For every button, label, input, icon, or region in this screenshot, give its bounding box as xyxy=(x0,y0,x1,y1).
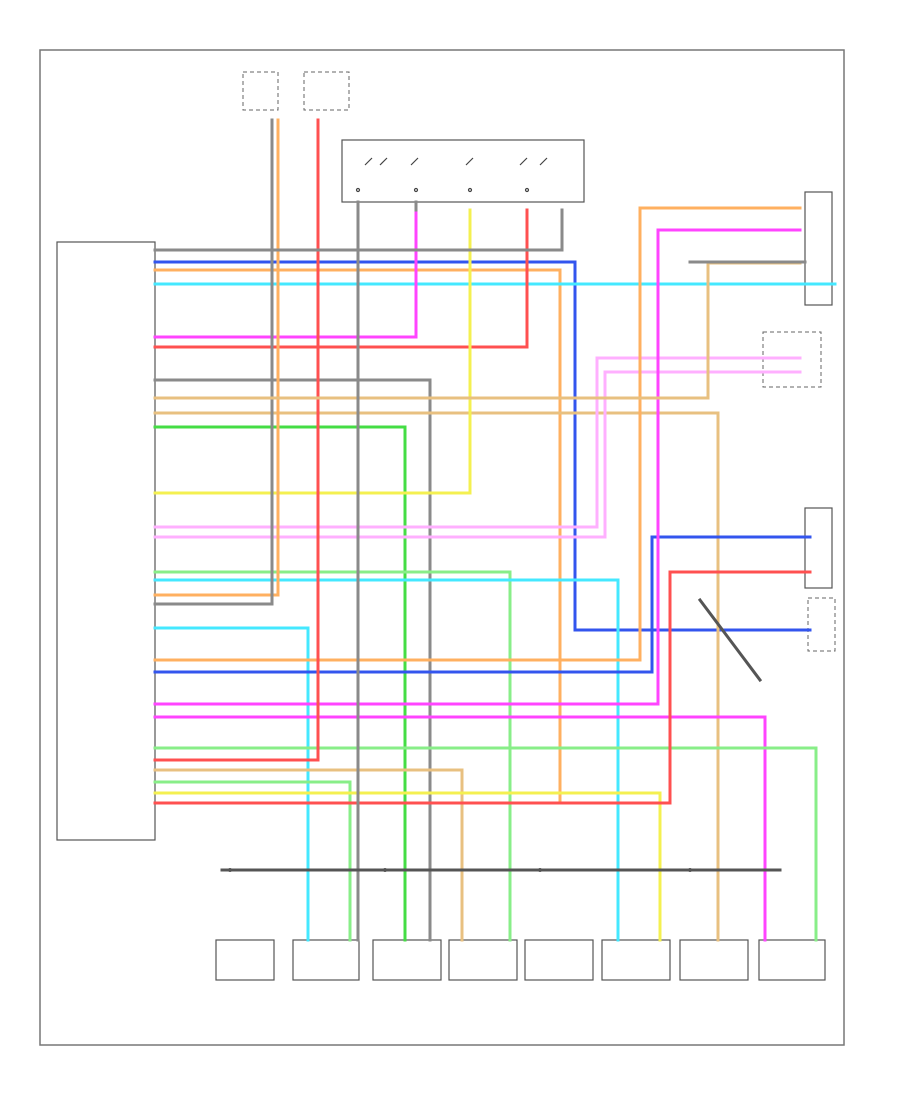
wire-blue-17 xyxy=(153,535,812,674)
wire-tan-22 xyxy=(153,768,464,942)
wire-gray-27 xyxy=(153,208,564,252)
bottom-motor-6 xyxy=(601,939,671,981)
wire-blue-0 xyxy=(153,260,812,632)
wire-green-7 xyxy=(153,425,407,942)
wire-lightgreen-23 xyxy=(153,780,352,942)
wire-magenta-18 xyxy=(153,228,802,706)
splice-point xyxy=(538,868,542,872)
right-motor-upper xyxy=(804,191,833,306)
wire-yellow-8 xyxy=(153,208,472,495)
wire-cyan-15 xyxy=(153,626,310,942)
wire-red-25 xyxy=(153,570,812,805)
bottom-motor-4 xyxy=(448,939,518,981)
wire-cyan-12 xyxy=(153,578,620,942)
bottom-motor-7 xyxy=(679,939,749,981)
wires xyxy=(153,118,837,942)
wire-gray-5 xyxy=(153,378,432,942)
wire-black-32 xyxy=(697,597,763,683)
bottom-motor-2 xyxy=(292,939,360,981)
splice-point xyxy=(688,868,692,872)
wire-red-21 xyxy=(153,118,320,762)
wire-orange-13 xyxy=(153,118,280,597)
bottom-motor-1 xyxy=(215,939,275,981)
wire-lightgreen-20 xyxy=(153,746,818,942)
seat-switch-assembly xyxy=(341,139,585,203)
wire-yellow-24 xyxy=(153,791,662,942)
wire-tan-6 xyxy=(153,411,720,942)
top-fuse-block xyxy=(303,71,350,111)
wire-orange-16 xyxy=(153,206,802,662)
right-motor-lower xyxy=(804,507,833,589)
bottom-motor-5 xyxy=(524,939,594,981)
seat-control-module xyxy=(56,241,156,841)
bottom-motor-3 xyxy=(372,939,442,981)
diagram-frame xyxy=(39,49,845,1046)
top-switch-connector xyxy=(242,71,279,111)
bottom-motors xyxy=(215,939,826,981)
wire-pink-9 xyxy=(153,356,802,529)
wire-pink-10 xyxy=(153,370,802,539)
wire-gray-14 xyxy=(153,118,274,606)
wire-orange-1 xyxy=(153,268,562,802)
right-switch-lower xyxy=(807,597,836,652)
bottom-motor-8 xyxy=(758,939,826,981)
switch-contacts xyxy=(355,157,548,193)
splice-point xyxy=(228,868,232,872)
splice-point xyxy=(383,868,387,872)
wire-magenta-19 xyxy=(153,715,767,942)
wire-magenta-3 xyxy=(153,208,418,339)
